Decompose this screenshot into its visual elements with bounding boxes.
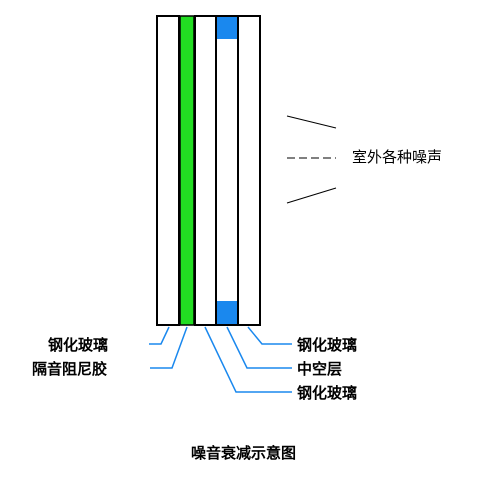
left-tempered-glass-pane <box>156 15 180 326</box>
air-layer-label: 中空层 <box>297 360 342 378</box>
right-glass-label: 钢化玻璃 <box>297 336 357 354</box>
left-glass-label: 钢化玻璃 <box>48 336 108 354</box>
middle-glass-label: 钢化玻璃 <box>297 384 357 402</box>
air-layer-cavity <box>215 15 239 326</box>
top-spacer <box>217 17 237 39</box>
leader-middle-glass <box>204 326 292 393</box>
leader-air-layer <box>226 326 292 369</box>
leader-damping-glue <box>150 326 188 369</box>
leader-left-glass <box>149 326 170 345</box>
damping-glue-label: 隔音阻尼胶 <box>32 360 107 378</box>
noise-line-lower <box>286 187 337 204</box>
noise-line-upper <box>286 115 337 129</box>
damping-glue-layer <box>179 15 195 326</box>
right-tempered-glass-pane <box>237 15 261 326</box>
bottom-spacer <box>217 301 237 324</box>
leader-right-glass <box>247 326 292 345</box>
diagram-title: 噪音衰减示意图 <box>191 444 296 462</box>
outdoor-noise-label: 室外各种噪声 <box>352 148 442 166</box>
middle-tempered-glass-pane <box>194 15 217 326</box>
